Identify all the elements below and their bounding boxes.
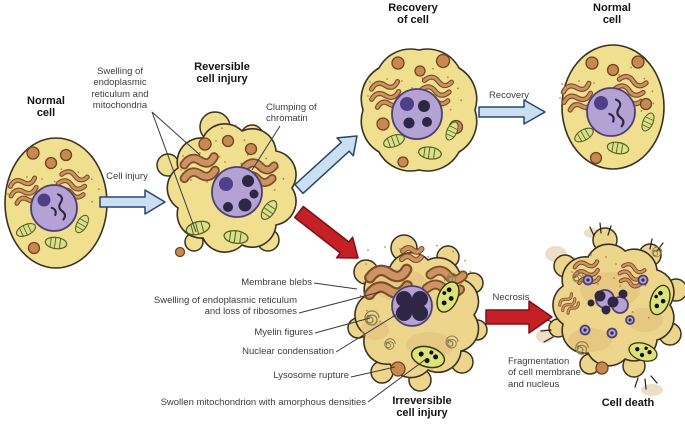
annotation-swelling-er-mitochondria: Swelling of endoplasmic reticulum and mi… xyxy=(91,66,149,112)
reversible-injury-cell-illustration xyxy=(156,111,297,258)
label-cell-injury-arrow: Cell injury xyxy=(106,171,148,182)
annotation-lysosome-rupture: Lysosome rupture xyxy=(273,370,349,381)
irreversible-injury-cell-illustration xyxy=(347,234,488,392)
normal-cell-right-illustration xyxy=(559,44,665,170)
recovery-cell-illustration xyxy=(360,48,478,172)
condensed-nucleus xyxy=(391,285,433,327)
label-reversible-cell-injury: Reversible cell injury xyxy=(194,61,250,86)
nucleus xyxy=(30,184,78,232)
recovery-arrow xyxy=(478,99,546,125)
nucleus-recovering xyxy=(391,88,443,140)
annotation-fragmentation: Fragmentation of cell membrane and nucle… xyxy=(508,356,581,390)
necrosis-arrow xyxy=(485,300,553,334)
annotation-myelin-figures: Myelin figures xyxy=(254,327,313,338)
to-recovery-arrow xyxy=(294,135,358,195)
label-normal-cell-right: Normal cell xyxy=(593,2,631,27)
nucleus xyxy=(586,87,636,137)
label-necrosis-arrow: Necrosis xyxy=(492,292,530,303)
label-recovery-of-cell: Recovery of cell xyxy=(388,2,438,27)
annotation-swelling-er-ribosomes: Swelling of endoplasmic reticulum and lo… xyxy=(153,295,297,318)
annotation-swollen-mitochondrion: Swollen mitochondrion with amorphous den… xyxy=(160,397,366,408)
normal-cell-left-illustration xyxy=(4,137,108,269)
cell-death-illustration xyxy=(536,222,685,396)
annotation-clumping-of-chromatin: Clumping of chromatin xyxy=(266,102,317,125)
label-cell-death: Cell death xyxy=(601,397,655,409)
label-irreversible-cell-injury: Irreversible cell injury xyxy=(392,395,452,420)
nucleus-clumped-chromatin xyxy=(211,166,263,218)
lysosome-icon xyxy=(390,361,406,377)
leader-lines xyxy=(151,111,427,403)
cell-injury-arrow xyxy=(99,189,166,215)
annotation-membrane-blebs: Membrane blebs xyxy=(241,277,312,288)
fragmented-nucleus xyxy=(579,274,649,339)
annotation-nuclear-condensation: Nuclear condensation xyxy=(242,346,334,357)
to-irreversible-arrow xyxy=(293,205,359,259)
label-normal-cell-left: Normal cell xyxy=(27,95,65,120)
label-recovery-arrow: Recovery xyxy=(488,90,530,101)
